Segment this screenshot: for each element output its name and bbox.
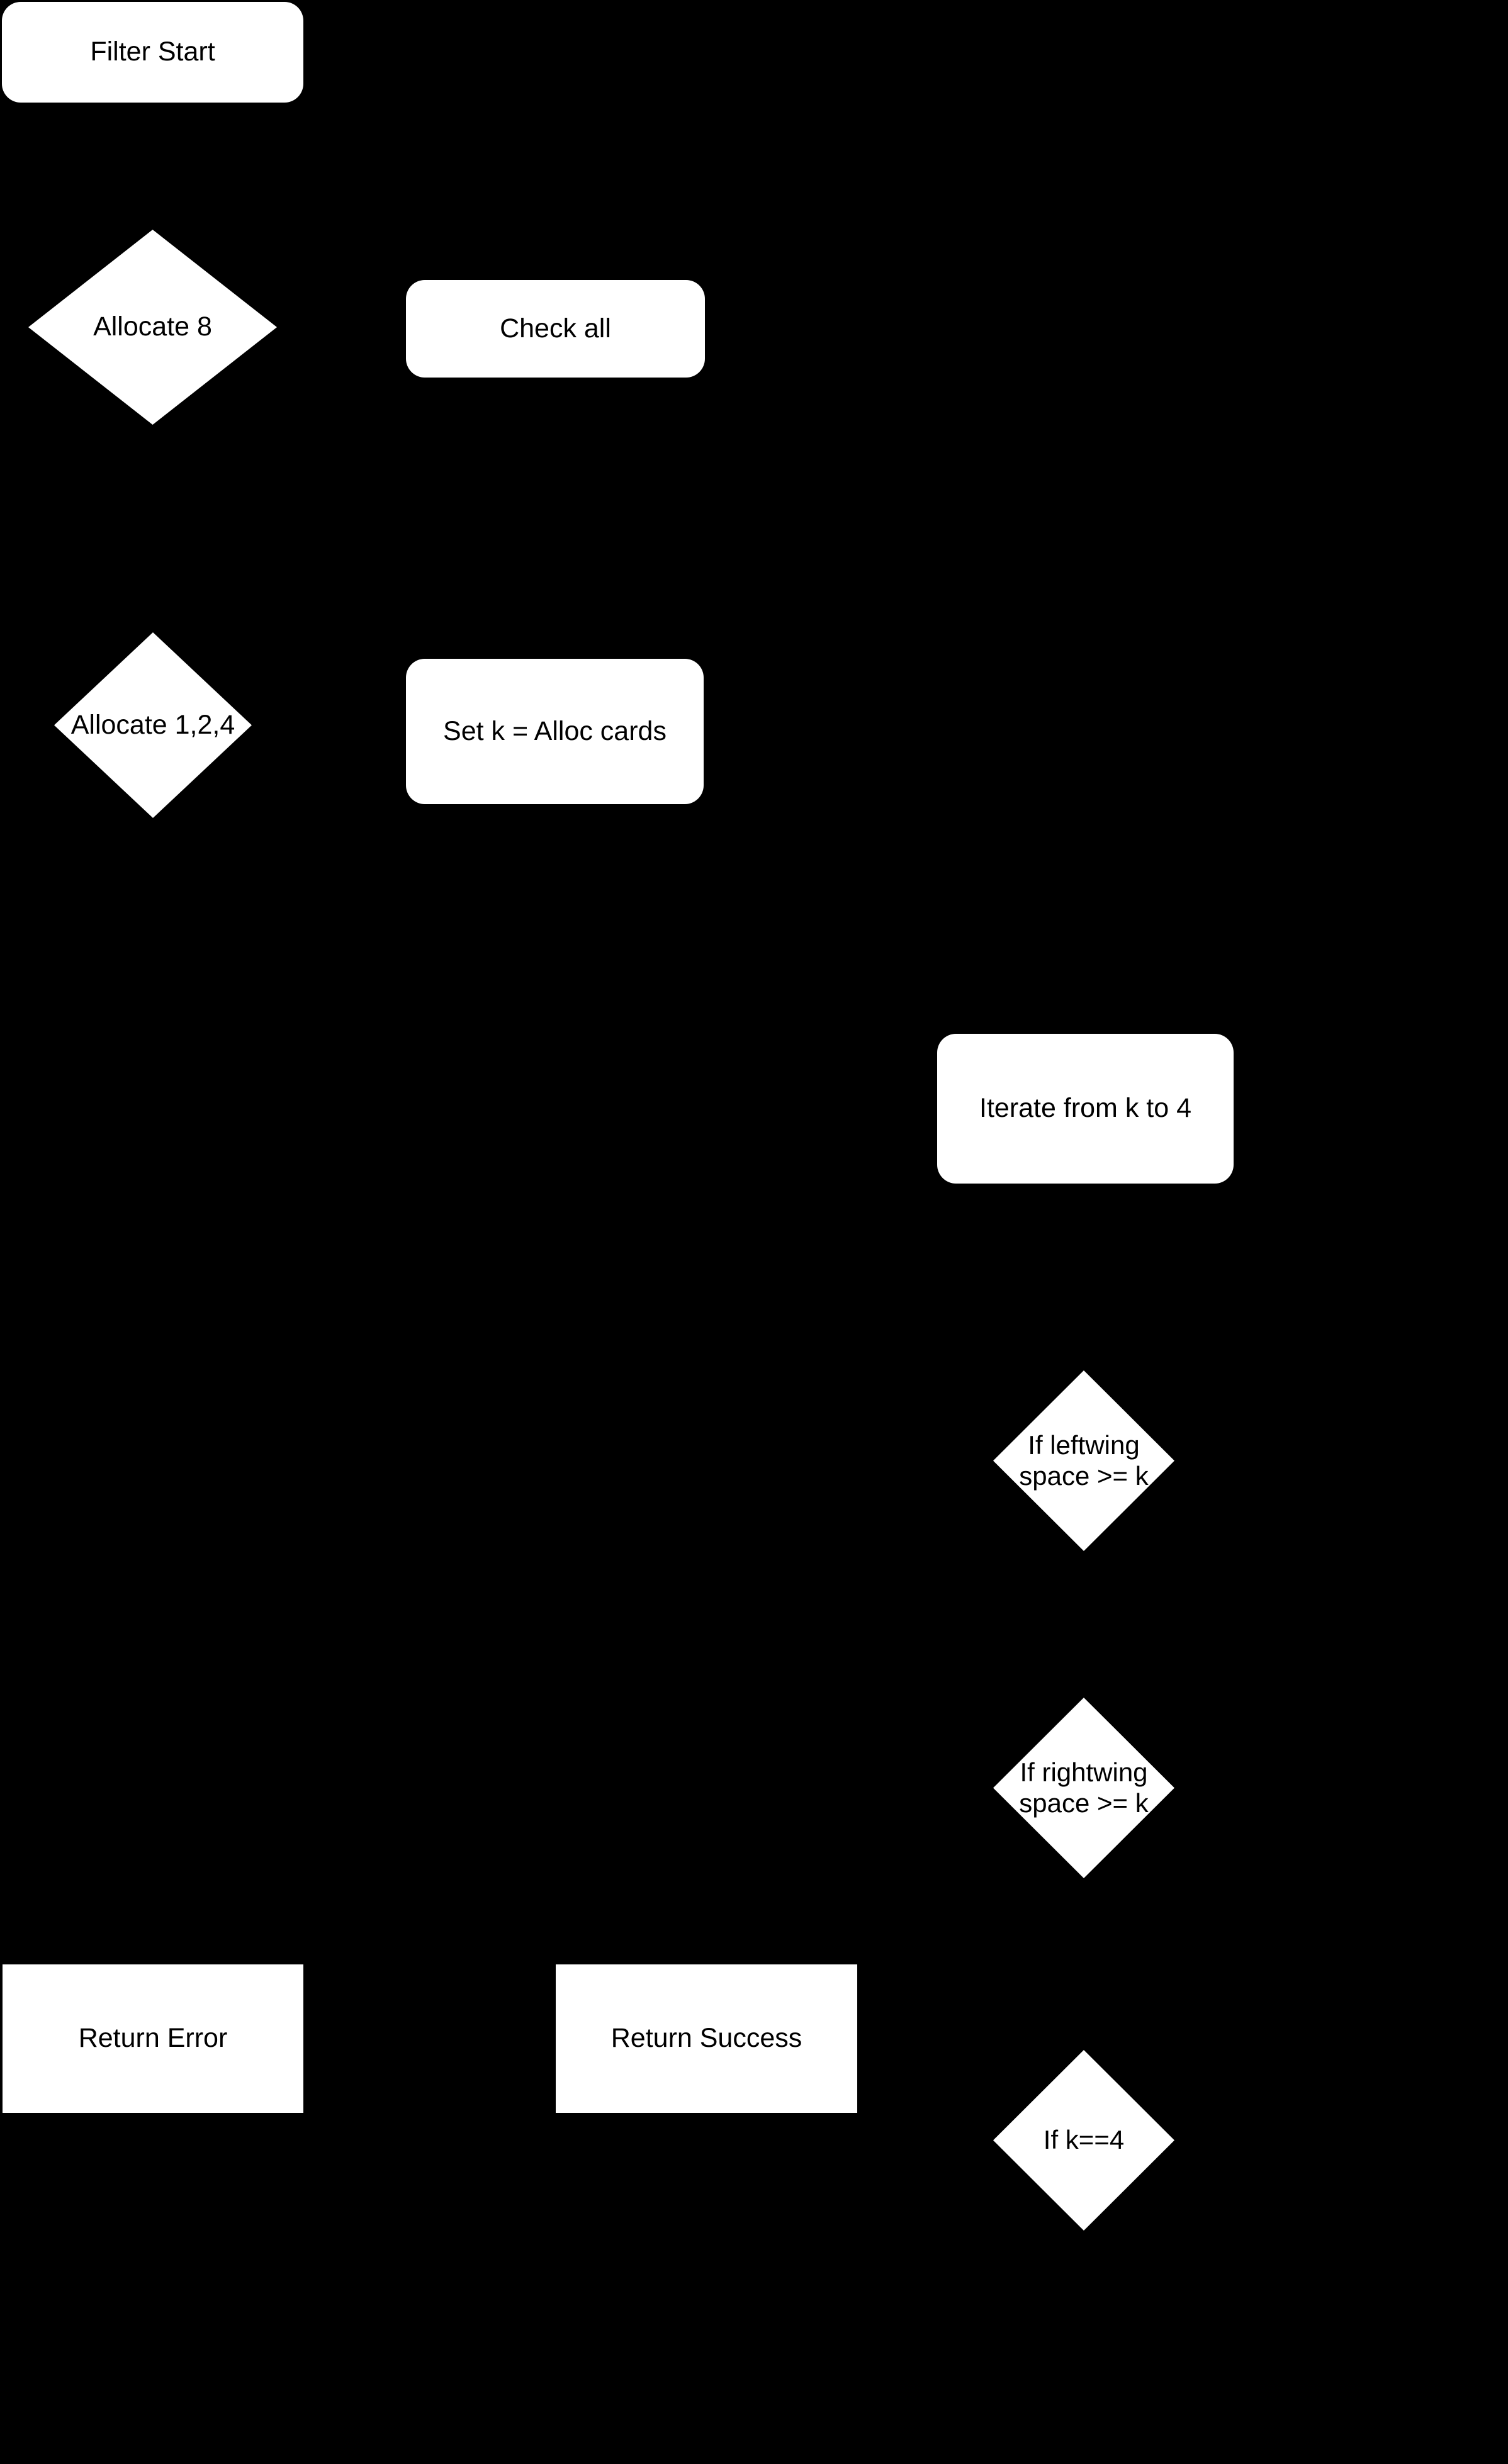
node-return-success[interactable]: Return Success <box>556 1964 857 2113</box>
node-iterate-k-to-4-label: Iterate from k to 4 <box>979 1093 1191 1124</box>
node-if-rightwing-space[interactable]: If rightwing space >= k <box>993 1698 1174 1878</box>
diamond-shape <box>993 1370 1174 1551</box>
diamond-shape <box>54 632 252 818</box>
node-allocate-124[interactable]: Allocate 1,2,4 <box>54 632 252 818</box>
node-filter-start[interactable]: Filter Start <box>2 2 303 103</box>
node-return-success-label: Return Success <box>611 2023 802 2054</box>
node-if-k-equals-4[interactable]: If k==4 <box>993 2050 1174 2231</box>
node-if-leftwing-space[interactable]: If leftwing space >= k <box>993 1370 1174 1551</box>
node-return-error-label: Return Error <box>78 2023 228 2054</box>
node-check-all-label: Check all <box>500 313 611 344</box>
node-allocate-8[interactable]: Allocate 8 <box>28 230 277 425</box>
diamond-shape <box>28 230 277 425</box>
diamond-shape <box>993 1698 1174 1878</box>
diamond-shape <box>993 2050 1174 2231</box>
node-iterate-k-to-4[interactable]: Iterate from k to 4 <box>937 1034 1234 1184</box>
node-check-all[interactable]: Check all <box>406 280 705 378</box>
node-filter-start-label: Filter Start <box>90 36 215 67</box>
node-set-k-label: Set k = Alloc cards <box>443 715 667 746</box>
node-return-error[interactable]: Return Error <box>3 1964 303 2113</box>
node-set-k[interactable]: Set k = Alloc cards <box>406 659 704 804</box>
